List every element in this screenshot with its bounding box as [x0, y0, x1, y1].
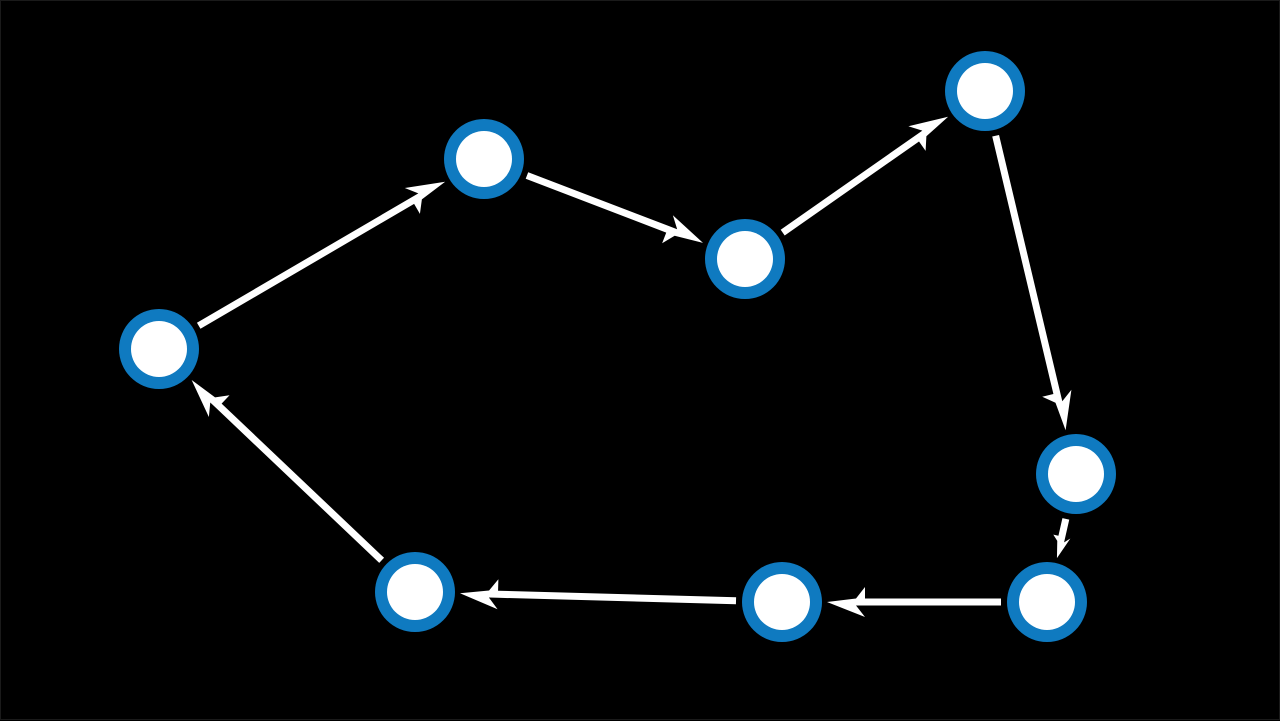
- node-bottom-left-fill: [387, 564, 443, 620]
- edge-upper-left-to-center[interactable]: [525, 172, 703, 244]
- node-top-right-fill: [957, 63, 1013, 119]
- edge-bottom-center-to-bottom-left[interactable]: [459, 579, 737, 610]
- node-bottom-center[interactable]: [742, 562, 822, 642]
- edge-left-to-upper-left[interactable]: [196, 181, 446, 329]
- edge-center-to-top-right[interactable]: [780, 116, 949, 236]
- node-layer: [119, 51, 1116, 642]
- node-lower-right-fill: [1019, 574, 1075, 630]
- node-lower-right[interactable]: [1007, 562, 1087, 642]
- node-center[interactable]: [705, 219, 785, 299]
- node-bottom-center-fill: [754, 574, 810, 630]
- edge-bottom-left-to-left[interactable]: [191, 379, 385, 563]
- node-bottom-left[interactable]: [375, 552, 455, 632]
- node-upper-left[interactable]: [444, 119, 524, 199]
- edge-right-to-lower-right[interactable]: [1053, 518, 1071, 559]
- node-center-fill: [717, 231, 773, 287]
- node-left[interactable]: [119, 309, 199, 389]
- edge-top-right-to-right[interactable]: [992, 134, 1072, 431]
- node-right-fill: [1048, 446, 1104, 502]
- node-left-fill: [131, 321, 187, 377]
- edge-lower-right-to-bottom-center[interactable]: [827, 587, 1001, 617]
- edge-layer: [191, 116, 1072, 617]
- node-right[interactable]: [1036, 434, 1116, 514]
- node-top-right[interactable]: [945, 51, 1025, 131]
- node-upper-left-fill: [456, 131, 512, 187]
